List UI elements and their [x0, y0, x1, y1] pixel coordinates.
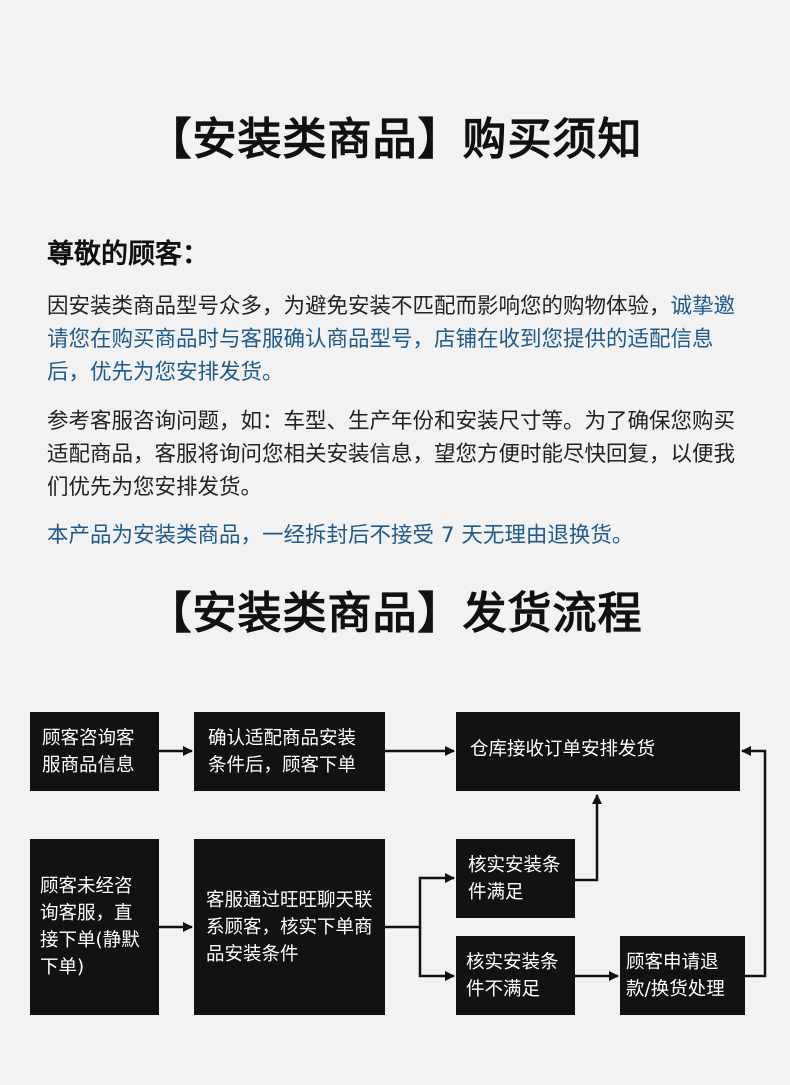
notice-paragraph-1-highlight: 诚挚邀请您在购买商品时与客服确认商品型号，店铺在收到您提供的适配信息后，优先为您… [47, 294, 736, 385]
arrow-box5-to-box6 [385, 873, 455, 929]
purchase-notice-title: 【安装类商品】购买须知 [147, 114, 643, 165]
shipping-process-title: 【安装类商品】发货流程 [147, 588, 643, 639]
flow-box-refund-exchange: 顾客申请退款/换货处理 [620, 936, 745, 1015]
flow-box-service-verify: 客服通过旺旺聊天联系顾客，核实下单商品安装条件 [194, 839, 385, 1015]
greeting: 尊敬的顾客： [47, 239, 209, 270]
flow-box-condition-met-text: 核实安装条件满足 [468, 854, 561, 903]
arrow-box5-to-box7 [418, 927, 455, 981]
flow-box-condition-met: 核实安装条件满足 [456, 839, 575, 918]
flow-box-confirm-and-order-text: 确认适配商品安装条件后，顾客下单 [208, 727, 357, 776]
flow-box-condition-not-met-text: 核实安装条件不满足 [466, 951, 559, 1000]
flow-box-confirm-and-order: 确认适配商品安装条件后，顾客下单 [194, 712, 385, 791]
flow-box-silent-order: 顾客未经咨询客服，直接下单(静默下单) [30, 839, 159, 1015]
flow-box-warehouse-ship-text: 仓库接收订单安排发货 [470, 739, 656, 760]
notice-paragraph-1-normal: 因安装类商品型号众多，为避免安装不匹配而影响您的购物体验， [47, 294, 671, 319]
notice-paragraph-1: 因安装类商品型号众多，为避免安装不匹配而影响您的购物体验，诚挚邀请您在购买商品时… [47, 290, 747, 389]
flow-box-refund-exchange-text: 顾客申请退款/换货处理 [626, 951, 725, 1000]
flow-box-service-verify-text: 客服通过旺旺聊天联系顾客，核实下单商品安装条件 [206, 889, 373, 965]
flow-box-silent-order-text: 顾客未经咨询客服，直接下单(静默下单) [40, 876, 140, 978]
flow-box-consult-service: 顾客咨询客服商品信息 [30, 712, 159, 791]
return-policy-notice: 本产品为安装类商品，一经拆封后不接受 7 天无理由退换货。 [47, 523, 634, 548]
flow-box-warehouse-ship: 仓库接收订单安排发货 [456, 712, 740, 791]
arrow-box6-to-box3 [575, 794, 602, 882]
flow-box-consult-service-text: 顾客咨询客服商品信息 [42, 727, 135, 776]
notice-paragraph-2: 参考客服咨询问题，如：车型、生产年份和安装尺寸等。为了确保您购买适配商品，客服将… [47, 409, 736, 500]
flow-box-condition-not-met: 核实安装条件不满足 [456, 936, 575, 1015]
arrow-box8-to-box3 [741, 746, 767, 978]
